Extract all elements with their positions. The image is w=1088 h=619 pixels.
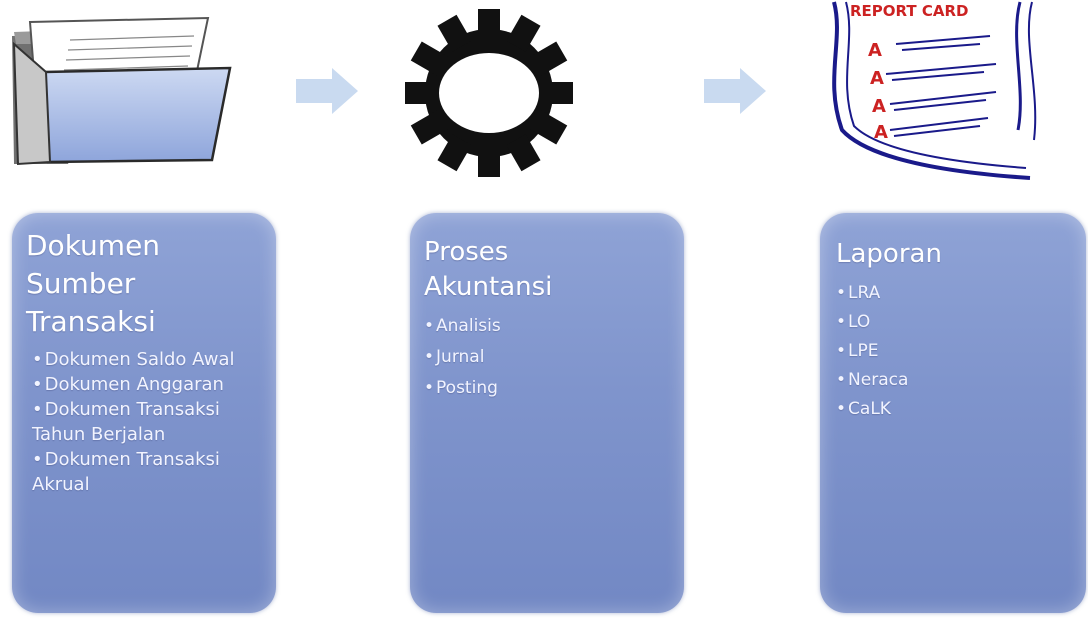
item-list: •LRA •LO •LPE •Neraca •CaLK xyxy=(836,279,1074,424)
list-item: •LPE xyxy=(836,341,879,361)
grade-label: A xyxy=(874,122,888,143)
list-item: •Jurnal xyxy=(424,347,485,367)
list-item: •Analisis xyxy=(424,316,501,336)
list-item: •Dokumen Anggaran xyxy=(32,374,224,395)
list-item: •LO xyxy=(836,312,871,332)
arrow-right-icon xyxy=(704,68,766,114)
reports-box: Laporan •LRA •LO •LPE •Neraca •CaLK xyxy=(820,213,1086,613)
grade-label: A xyxy=(870,68,884,89)
list-item: •Posting xyxy=(424,378,498,398)
list-item: •LRA xyxy=(836,283,881,303)
folder-icon xyxy=(12,16,232,166)
list-item: •Dokumen Transaksi Tahun Berjalan xyxy=(32,399,220,445)
arrow-right-icon xyxy=(296,68,358,114)
gear-icon xyxy=(405,9,573,177)
box-title: Dokumen Sumber Transaksi xyxy=(26,229,161,338)
list-item: •CaLK xyxy=(836,399,891,419)
grade-label: A xyxy=(868,40,882,61)
report-card-title: REPORT CARD xyxy=(850,2,969,20)
report-card-icon: REPORT CARD A A A A xyxy=(832,1,1037,180)
source-documents-box: Dokumen Sumber Transaksi •Dokumen Saldo … xyxy=(12,213,276,613)
box-title: Laporan xyxy=(836,239,942,269)
list-item: •Dokumen Saldo Awal xyxy=(32,349,235,370)
grade-label: A xyxy=(872,96,886,117)
box-title: Proses Akuntansi xyxy=(424,237,553,302)
accounting-process-box: Proses Akuntansi •Analisis •Jurnal •Post… xyxy=(410,213,684,613)
item-list: •Dokumen Saldo Awal •Dokumen Anggaran •D… xyxy=(26,347,264,497)
item-list: •Analisis •Jurnal •Posting xyxy=(424,311,672,404)
list-item: •Neraca xyxy=(836,370,909,390)
list-item: •Dokumen Transaksi Akrual xyxy=(32,449,220,495)
